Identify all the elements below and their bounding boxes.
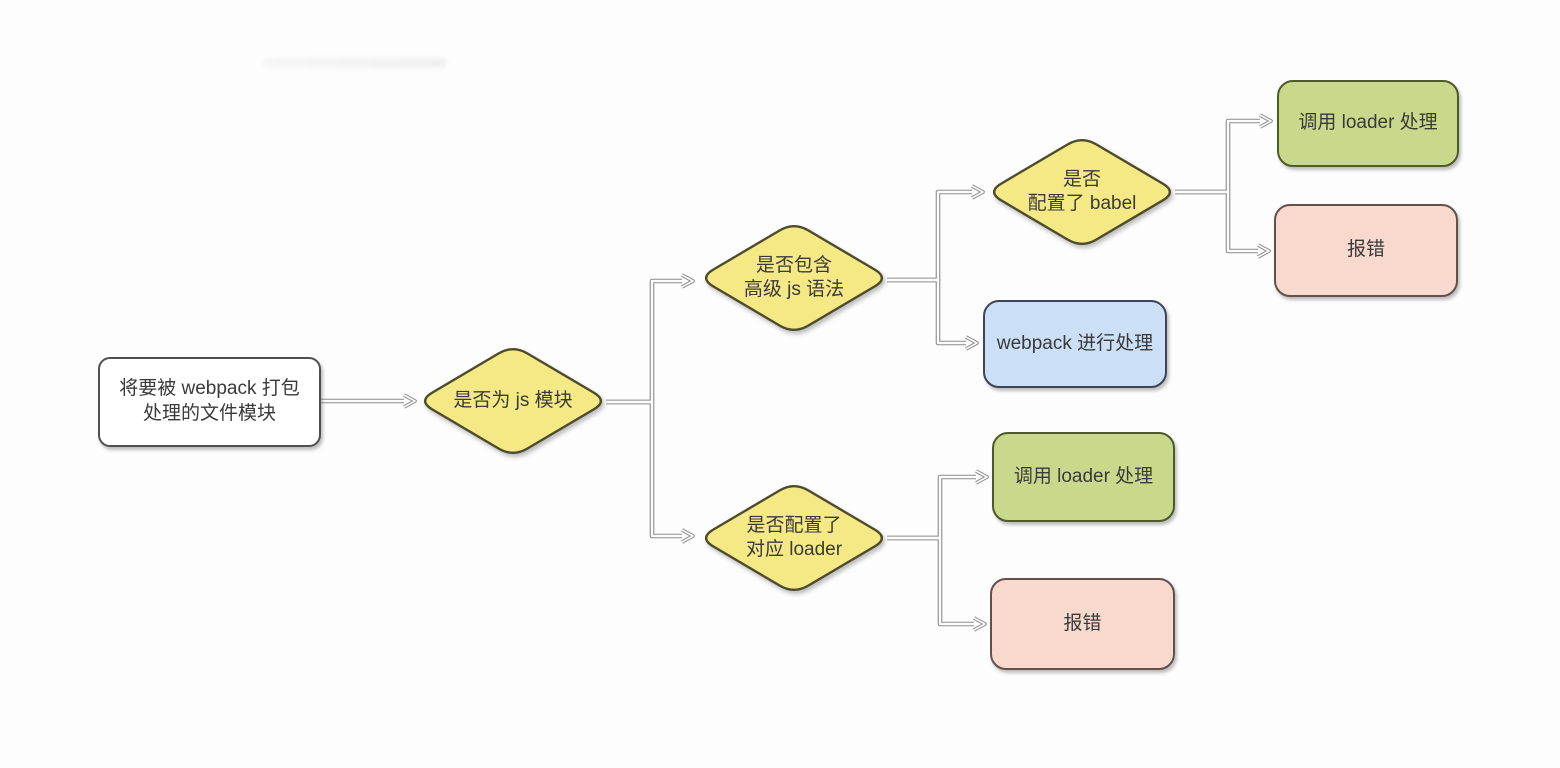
arrowhead-core-start-to-is_js_module <box>403 394 416 408</box>
node-label: 对应 loader <box>745 539 843 560</box>
connector-core-loader_configured-to-call_loader_bottom <box>887 475 976 540</box>
node-label: 是否为 js 模块 <box>453 390 573 412</box>
node-start: 将要被 webpack 打包 处理的文件模块 <box>98 357 321 447</box>
node-label: 调用 loader 处理 <box>1013 465 1154 487</box>
arrowhead-core-is_js_module-to-has_advanced_js <box>681 274 694 288</box>
connector-loader_configured-to-error_bottom <box>887 535 974 627</box>
node-label: 处理的文件模块 <box>142 403 276 424</box>
connector-core-has_advanced_js-to-babel_configured <box>887 190 972 282</box>
connector-loader_configured-to-call_loader_bottom <box>887 474 976 541</box>
diamond-shape <box>992 139 1172 245</box>
arrowhead-core-has_advanced_js-to-webpack_handle <box>965 336 978 350</box>
node-webpack-handle: webpack 进行处理 <box>983 300 1167 388</box>
node-label: 是否包含 <box>755 255 832 277</box>
node-error-top: 报错 <box>1274 204 1458 297</box>
node-label: 是否配置了 <box>746 515 842 537</box>
connector-core-is_js_module-to-loader_configured <box>606 400 682 538</box>
connector-has_advanced_js-to-babel_configured <box>887 189 972 283</box>
smudge-artifact <box>262 58 447 68</box>
node-label: webpack 进行处理 <box>996 332 1154 354</box>
connector-core-loader_configured-to-error_bottom <box>887 536 974 626</box>
arrowhead-core-has_advanced_js-to-babel_configured <box>971 185 984 199</box>
connector-core-is_js_module-to-has_advanced_js <box>606 279 682 404</box>
arrowhead-core-babel_configured-to-error_top <box>1257 244 1270 258</box>
node-label: 报错 <box>1063 612 1102 634</box>
connector-babel_configured-to-call_loader_top <box>1175 118 1260 195</box>
connector-has_advanced_js-to-webpack_handle <box>887 277 966 346</box>
node-label: 调用 loader 处理 <box>1298 112 1438 134</box>
node-decision-loader-configured: 是否配置了 对应 loader <box>694 478 894 598</box>
diamond-shape <box>423 348 603 454</box>
node-decision-babel-configured: 是否 配置了 babel <box>982 132 1182 252</box>
node-label: 高级 js 语法 <box>743 279 845 300</box>
connector-is_js_module-to-has_advanced_js <box>606 278 682 405</box>
connector-babel_configured-to-error_top <box>1175 189 1258 254</box>
connector-core-babel_configured-to-error_top <box>1175 190 1258 253</box>
connector-core-babel_configured-to-call_loader_top <box>1175 119 1260 194</box>
node-call-loader-top: 调用 loader 处理 <box>1277 80 1459 167</box>
arrowhead-core-babel_configured-to-call_loader_top <box>1259 114 1272 128</box>
node-label: 是否 <box>1062 169 1101 191</box>
node-decision-is-js-module: 是否为 js 模块 <box>413 341 613 461</box>
connector-is_js_module-to-loader_configured <box>606 399 682 539</box>
node-label: 将要被 webpack 打包 <box>119 378 300 400</box>
arrowhead-core-loader_configured-to-call_loader_bottom <box>975 470 988 484</box>
node-error-bottom: 报错 <box>990 578 1175 670</box>
diamond-shape <box>704 485 884 591</box>
arrowhead-core-loader_configured-to-error_bottom <box>973 617 986 631</box>
node-label: 报错 <box>1346 239 1385 261</box>
arrowhead-core-is_js_module-to-loader_configured <box>681 529 694 543</box>
node-decision-has-advanced-js: 是否包含 高级 js 语法 <box>694 218 894 338</box>
diamond-shape <box>704 225 884 331</box>
node-call-loader-bottom: 调用 loader 处理 <box>992 432 1175 522</box>
node-label: 配置了 babel <box>1027 193 1137 214</box>
connector-core-has_advanced_js-to-webpack_handle <box>887 278 966 345</box>
